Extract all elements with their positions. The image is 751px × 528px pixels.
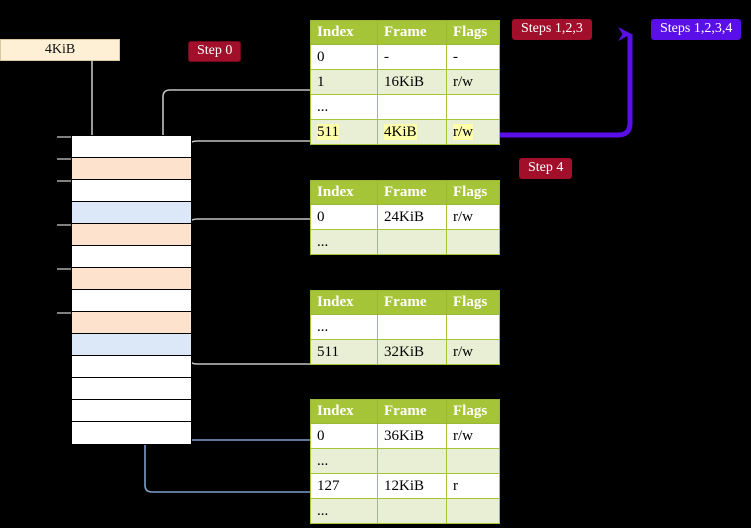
cell-index: 0 bbox=[310, 204, 378, 230]
grid-tick-6 bbox=[57, 268, 71, 270]
badge-steps-1-2-3-4: Steps 1,2,3,4 bbox=[651, 19, 742, 41]
grid-tick-1 bbox=[57, 158, 71, 160]
column-header-flags: Flags bbox=[446, 399, 500, 424]
cell-index: ... bbox=[310, 314, 378, 340]
memory-frame-row bbox=[72, 400, 191, 422]
cell-index: 1 bbox=[310, 69, 378, 95]
grid-tick-4 bbox=[57, 224, 71, 226]
memory-frame-row bbox=[72, 378, 191, 400]
memory-frame-row bbox=[72, 312, 191, 334]
grid-tick-8 bbox=[57, 312, 71, 314]
cell-flags bbox=[446, 314, 500, 340]
memory-frame-row bbox=[72, 422, 191, 444]
cell-frame: - bbox=[377, 44, 447, 70]
cell-flags: r/w bbox=[446, 339, 500, 365]
table-row: ... bbox=[310, 229, 500, 255]
cell-flags bbox=[446, 448, 500, 474]
column-header-flags: Flags bbox=[446, 20, 500, 45]
cell-index: 0 bbox=[310, 423, 378, 449]
column-header-frame: Frame bbox=[377, 180, 447, 205]
cell-frame: 16KiB bbox=[377, 69, 447, 95]
grid-tick-0 bbox=[57, 136, 71, 138]
cell-flags: r/w bbox=[446, 119, 500, 145]
column-header-index: Index bbox=[310, 399, 378, 424]
cell-frame bbox=[377, 229, 447, 255]
cell-index: 511 bbox=[310, 119, 378, 145]
table-row: ... bbox=[310, 94, 500, 120]
cell-index: ... bbox=[310, 448, 378, 474]
cell-index: 511 bbox=[310, 339, 378, 365]
column-header-frame: Frame bbox=[377, 290, 447, 315]
frame-size-label: 4KiB bbox=[44, 42, 76, 57]
memory-frame-row bbox=[72, 246, 191, 268]
cell-flags bbox=[446, 94, 500, 120]
badge-steps-1-2-3: Steps 1,2,3 bbox=[512, 19, 592, 41]
frame-size-box: 4KiB bbox=[0, 39, 120, 61]
cell-frame: 4KiB bbox=[377, 119, 447, 145]
cell-flags: r/w bbox=[446, 423, 500, 449]
cell-frame bbox=[377, 448, 447, 474]
cell-flags bbox=[446, 229, 500, 255]
badge-step-0: Step 0 bbox=[188, 41, 242, 63]
cell-index: 127 bbox=[310, 473, 378, 499]
cell-flags: r bbox=[446, 473, 500, 499]
table-row: ... bbox=[310, 448, 500, 474]
memory-frame-row bbox=[72, 356, 191, 378]
cell-flags: r/w bbox=[446, 204, 500, 230]
cell-index: ... bbox=[310, 498, 378, 524]
cell-frame bbox=[377, 94, 447, 120]
table-row: 0-- bbox=[310, 44, 500, 70]
cell-flags bbox=[446, 498, 500, 524]
physical-memory-grid bbox=[71, 135, 192, 445]
cell-index: ... bbox=[310, 94, 378, 120]
table-row: ... bbox=[310, 498, 500, 524]
column-header-index: Index bbox=[310, 20, 378, 45]
memory-frame-row bbox=[72, 334, 191, 356]
cell-index: ... bbox=[310, 229, 378, 255]
column-header-index: Index bbox=[310, 290, 378, 315]
memory-frame-row bbox=[72, 202, 191, 224]
grid-tick-2 bbox=[57, 180, 71, 182]
column-header-frame: Frame bbox=[377, 20, 447, 45]
cell-frame: 36KiB bbox=[377, 423, 447, 449]
column-header-index: Index bbox=[310, 180, 378, 205]
memory-frame-row bbox=[72, 180, 191, 202]
cell-flags: - bbox=[446, 44, 500, 70]
badge-step-4: Step 4 bbox=[519, 158, 573, 180]
cell-frame: 32KiB bbox=[377, 339, 447, 365]
cell-frame: 12KiB bbox=[377, 473, 447, 499]
column-header-flags: Flags bbox=[446, 180, 500, 205]
cell-flags: r/w bbox=[446, 69, 500, 95]
table-row: ... bbox=[310, 314, 500, 340]
memory-frame-row bbox=[72, 224, 191, 246]
column-header-flags: Flags bbox=[446, 290, 500, 315]
cell-frame: 24KiB bbox=[377, 204, 447, 230]
memory-frame-row bbox=[72, 136, 191, 158]
cell-frame bbox=[377, 314, 447, 340]
cell-index: 0 bbox=[310, 44, 378, 70]
cell-frame bbox=[377, 498, 447, 524]
memory-frame-row bbox=[72, 268, 191, 290]
memory-frame-row bbox=[72, 158, 191, 180]
memory-frame-row bbox=[72, 290, 191, 312]
column-header-frame: Frame bbox=[377, 399, 447, 424]
